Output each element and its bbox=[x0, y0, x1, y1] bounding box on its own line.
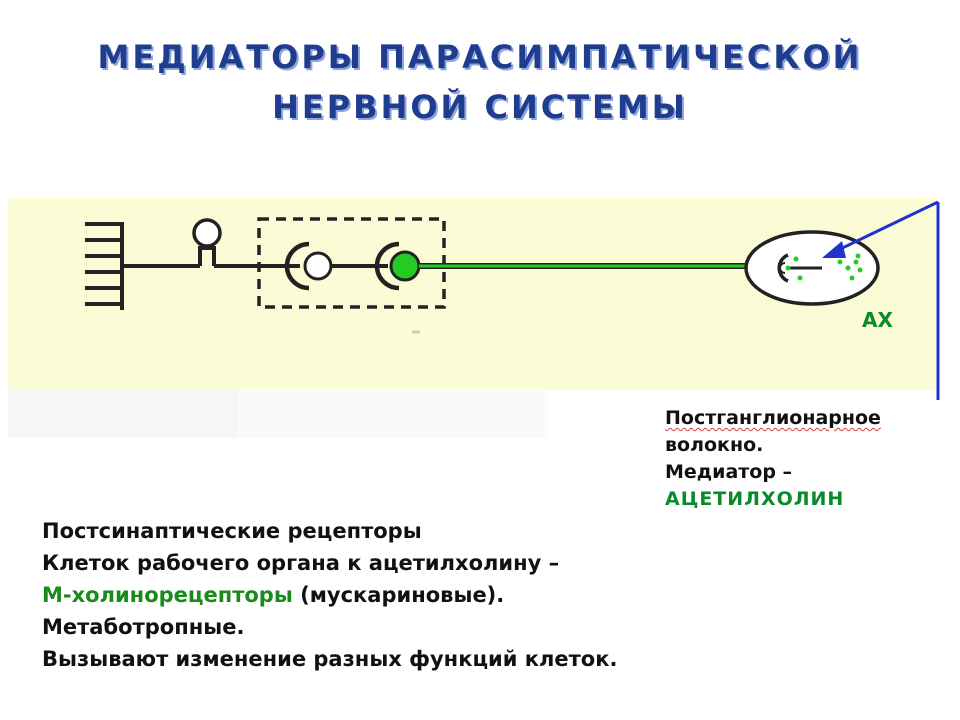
synapse-arc-1 bbox=[284, 241, 310, 291]
caption-line-3: Медиатор – bbox=[665, 461, 793, 483]
cns-comb bbox=[85, 222, 124, 310]
description-line-1: Постсинаптические рецепторы bbox=[42, 519, 422, 543]
description-line-4: Метаботропные. bbox=[42, 615, 245, 639]
preganglionic-neuron bbox=[122, 246, 300, 268]
description-text: Постсинаптические рецепторы Клеток рабоч… bbox=[42, 515, 617, 675]
preganglionic-cell-body bbox=[192, 218, 222, 248]
description-line-2: Клеток рабочего органа к ацетилхолину – bbox=[42, 551, 560, 575]
caption-line-2: волокно. bbox=[665, 434, 764, 456]
page-title: МЕДИАТОРЫ ПАРАСИМПАТИЧЕСКОЙ НЕРВНОЙ СИСТ… bbox=[0, 32, 960, 132]
description-line-3-rest: (мускариновые). bbox=[292, 583, 505, 607]
m-cholinoreceptors-term: М-холинорецепторы bbox=[42, 583, 293, 607]
acetylcholine-dots bbox=[785, 253, 863, 281]
ganglion-neuron-pre bbox=[303, 251, 333, 281]
indicator-arrow bbox=[831, 200, 940, 400]
ach-label: АХ bbox=[862, 308, 893, 332]
caption-line-1: Постганглионарное bbox=[665, 407, 881, 429]
postganglionic-cell-body bbox=[389, 250, 421, 282]
band-shadow-left bbox=[8, 390, 238, 438]
title-line-2: НЕРВНОЙ СИСТЕМЫ bbox=[272, 88, 688, 126]
caption-mediator: АЦЕТИЛХОЛИН bbox=[665, 488, 845, 510]
postganglionic-caption: Постганглионарное волокно. Медиатор – АЦ… bbox=[665, 405, 881, 513]
band-shadow-mid bbox=[238, 390, 548, 438]
arrow-head bbox=[822, 241, 846, 258]
effector-synapse-arc-inner bbox=[779, 262, 786, 274]
description-line-3: М-холинорецепторы (мускариновые). bbox=[42, 579, 617, 611]
title-line-1: МЕДИАТОРЫ ПАРАСИМПАТИЧЕСКОЙ bbox=[97, 38, 863, 76]
description-line-5: Вызывают изменение разных функций клеток… bbox=[42, 647, 618, 671]
synapse-arc-2 bbox=[374, 241, 400, 291]
